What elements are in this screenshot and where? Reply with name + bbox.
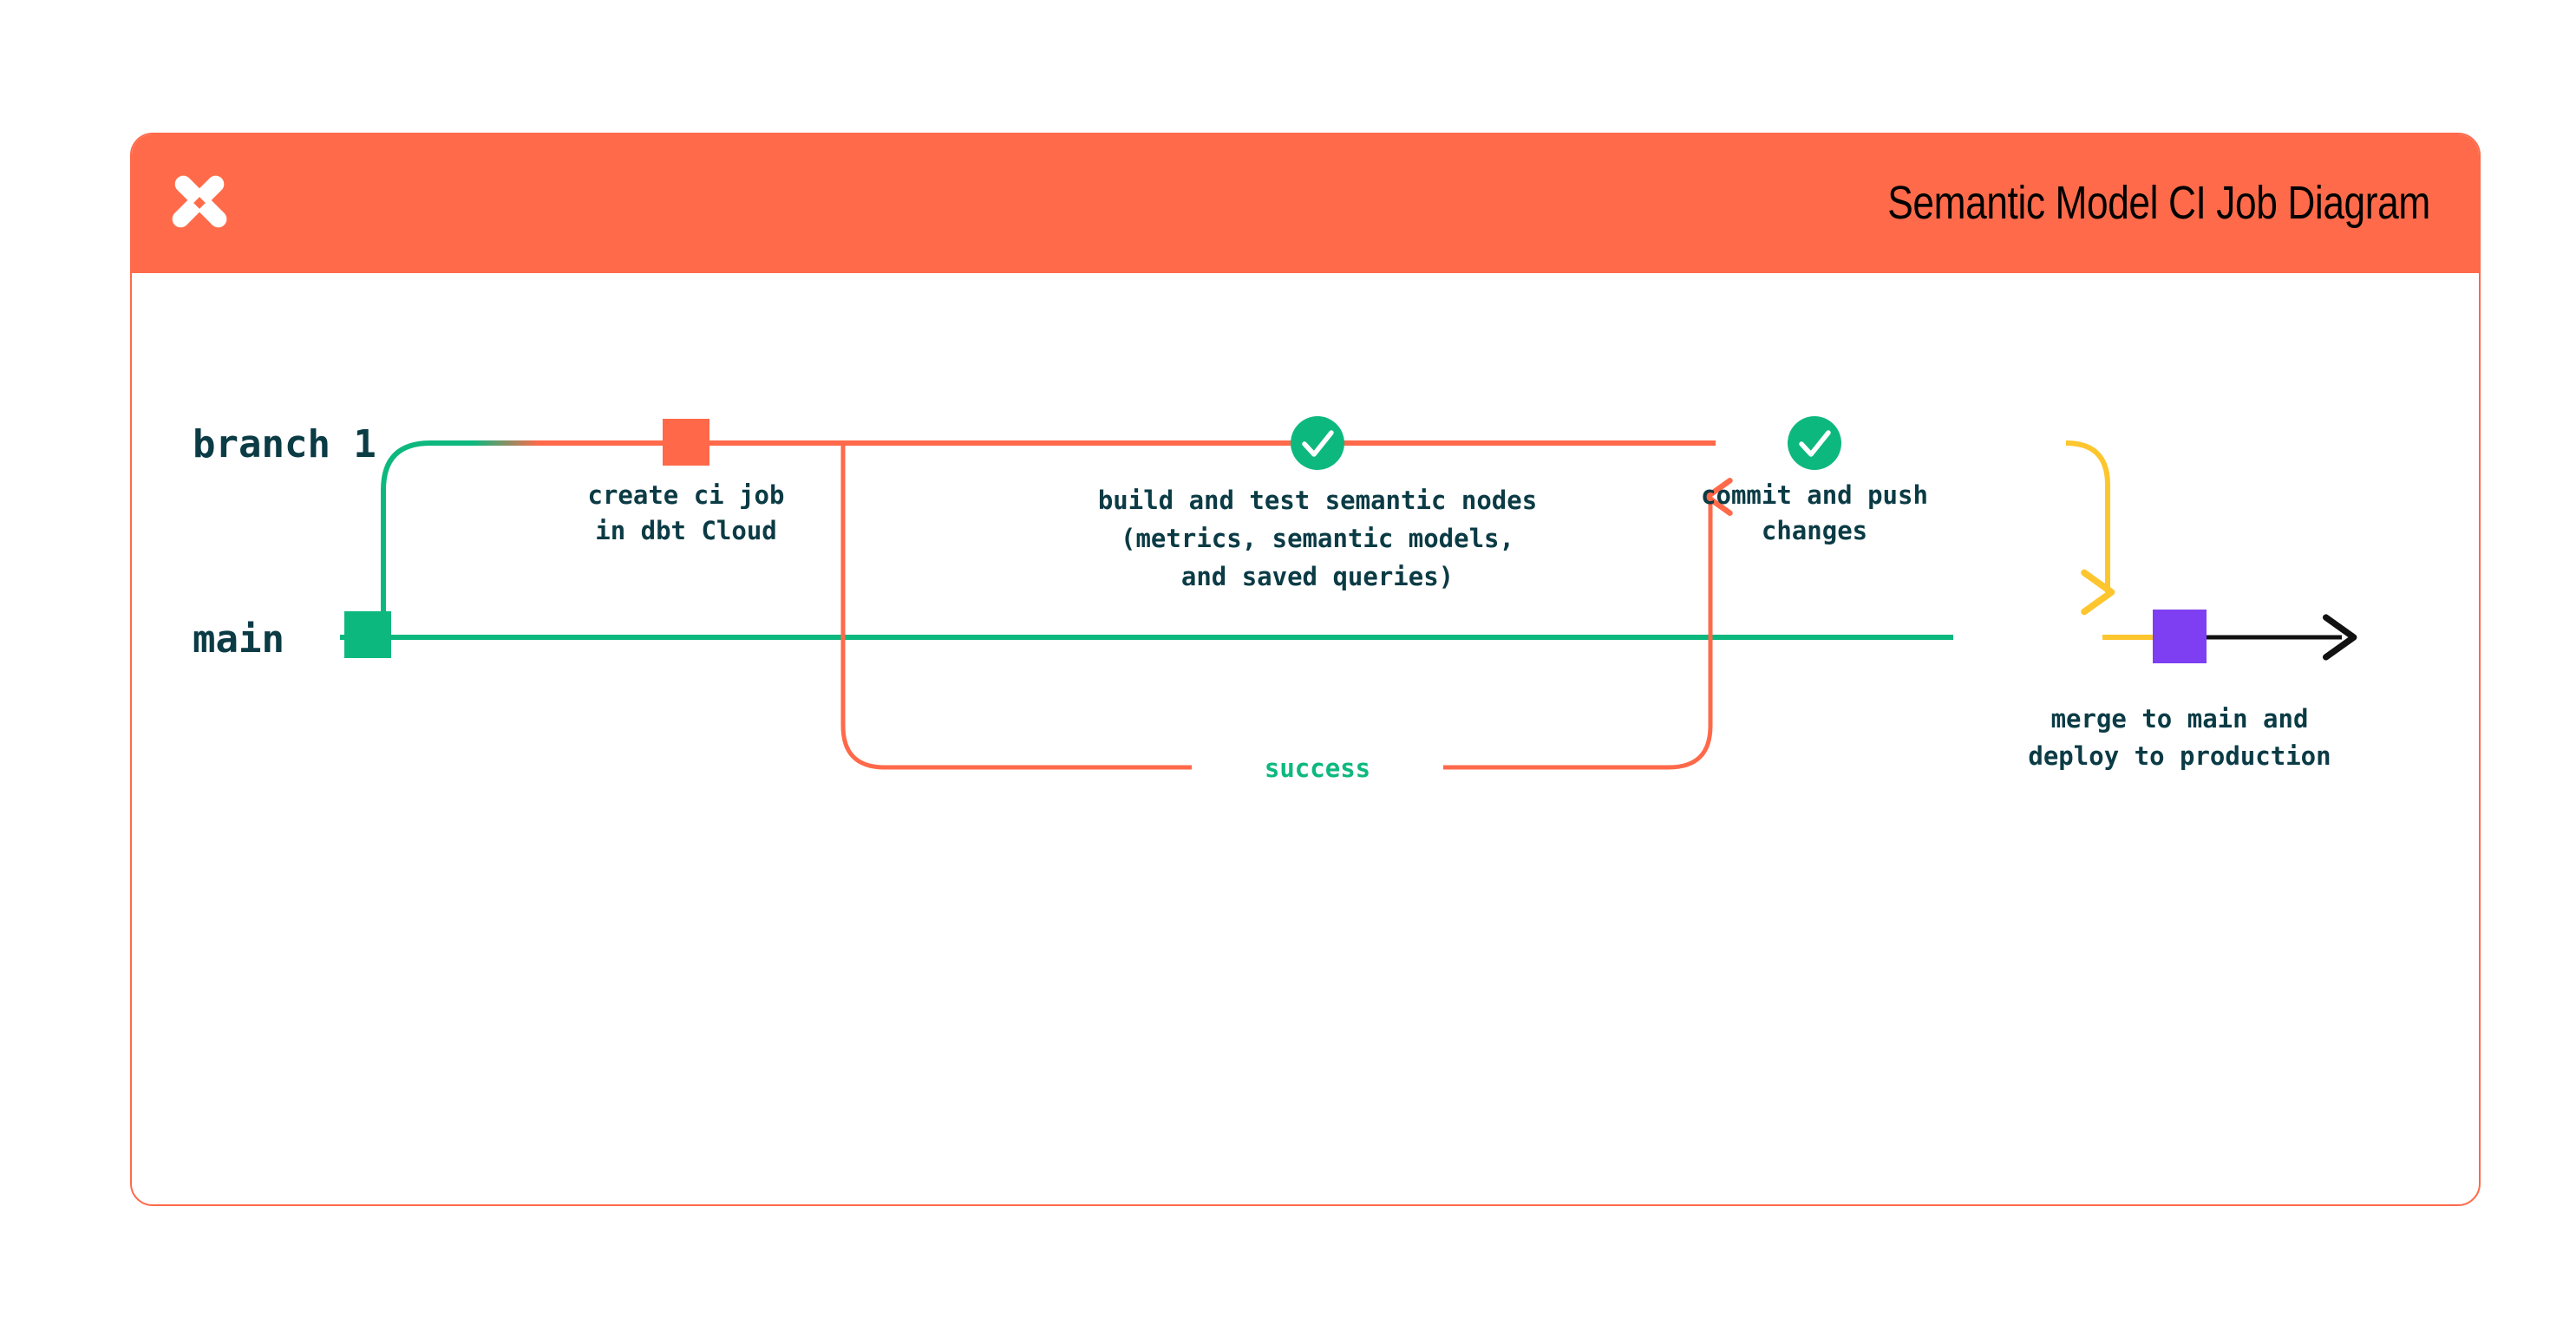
success-loop-edge [840, 443, 1733, 770]
card-header: Semantic Model CI Job Diagram [132, 134, 2479, 273]
svg-text:merge to main and: merge to main and [2051, 704, 2309, 734]
node-marker-create-ci-job[interactable] [663, 419, 709, 466]
success-status-label: success [1265, 753, 1370, 783]
svg-text:deploy to production: deploy to production [2028, 741, 2331, 771]
check-icon [1302, 430, 1334, 457]
svg-text:(metrics, semantic models,: (metrics, semantic models, [1121, 524, 1514, 553]
svg-text:and saved queries): and saved queries) [1181, 562, 1454, 591]
lane-label-branch-1: branch 1 [193, 422, 376, 466]
svg-text:build and test semantic nodes: build and test semantic nodes [1098, 486, 1537, 515]
svg-text:in dbt Cloud: in dbt Cloud [595, 516, 777, 545]
page-title: Semantic Model CI Job Diagram [1887, 177, 2430, 229]
check-icon [1799, 430, 1831, 457]
dbt-x-logo-icon [172, 175, 227, 228]
node-label-create-ci-job: create ci job in dbt Cloud [588, 480, 785, 545]
node-label-merge-to-main: merge to main and deploy to production [2028, 704, 2331, 771]
node-marker-merge-to-main[interactable] [2153, 610, 2207, 663]
node-marker-commit-and-push[interactable] [1788, 416, 1841, 470]
merge-down-edge [2065, 440, 2115, 616]
branch-out-edge [381, 440, 583, 637]
lane-label-main: main [193, 617, 284, 662]
diagram-card: Semantic Model CI Job Diagram [130, 133, 2481, 1206]
ci-job-flow-diagram: success branch 1 main [193, 416, 2357, 783]
svg-text:changes: changes [1762, 516, 1867, 545]
card-body: success branch 1 main [132, 273, 2479, 1204]
node-label-commit-and-push: commit and push changes [1701, 480, 1928, 545]
node-marker-build-and-test[interactable] [1291, 416, 1344, 470]
svg-text:create ci job: create ci job [588, 480, 785, 510]
node-marker-main-start[interactable] [344, 611, 391, 658]
svg-text:commit and push: commit and push [1701, 480, 1928, 510]
node-label-build-and-test: build and test semantic nodes (metrics, … [1098, 486, 1537, 591]
